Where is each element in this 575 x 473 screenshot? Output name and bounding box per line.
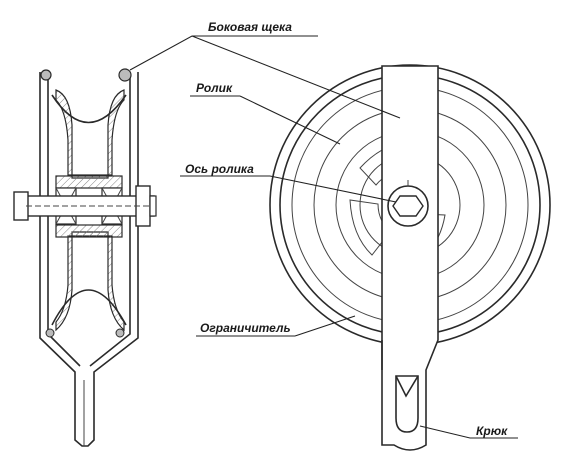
leader-lines <box>129 35 518 439</box>
section-view <box>13 68 157 447</box>
roller-hub-upper <box>55 175 123 189</box>
leader-side-cheek <box>129 35 318 71</box>
axle-bolt-head <box>13 191 29 221</box>
hook-slot <box>395 375 419 433</box>
leader-limiter <box>196 315 356 337</box>
leader-roller-axis <box>180 175 397 203</box>
roller-groove-lower <box>51 289 127 326</box>
roller-groove-upper <box>51 94 127 124</box>
left-cheek-bottom <box>45 328 55 338</box>
label-side-cheek: Боковая щека <box>208 20 292 34</box>
right-cheek-bottom <box>115 328 125 338</box>
label-hook: Крюк <box>476 424 508 438</box>
hook-shank <box>74 376 95 447</box>
leader-side-cheek-2 <box>191 35 401 119</box>
right-cheek-top <box>118 68 132 82</box>
axle-end <box>149 195 157 217</box>
leader-hook <box>419 425 518 439</box>
cheek-plate-front <box>381 65 439 451</box>
roller-section-lower <box>55 231 125 332</box>
label-limiter: Ограничитель <box>200 321 291 335</box>
roller-hub <box>55 224 123 238</box>
label-roller-axis: Ось ролика <box>185 162 254 176</box>
left-cheek-top <box>40 69 52 81</box>
hook-slot-notch <box>395 375 419 398</box>
leader-roller <box>190 95 341 145</box>
roller-section-upper <box>55 89 125 179</box>
front-view <box>269 64 551 451</box>
axle-hex-nut <box>392 195 424 217</box>
label-roller: Ролик <box>196 81 233 95</box>
